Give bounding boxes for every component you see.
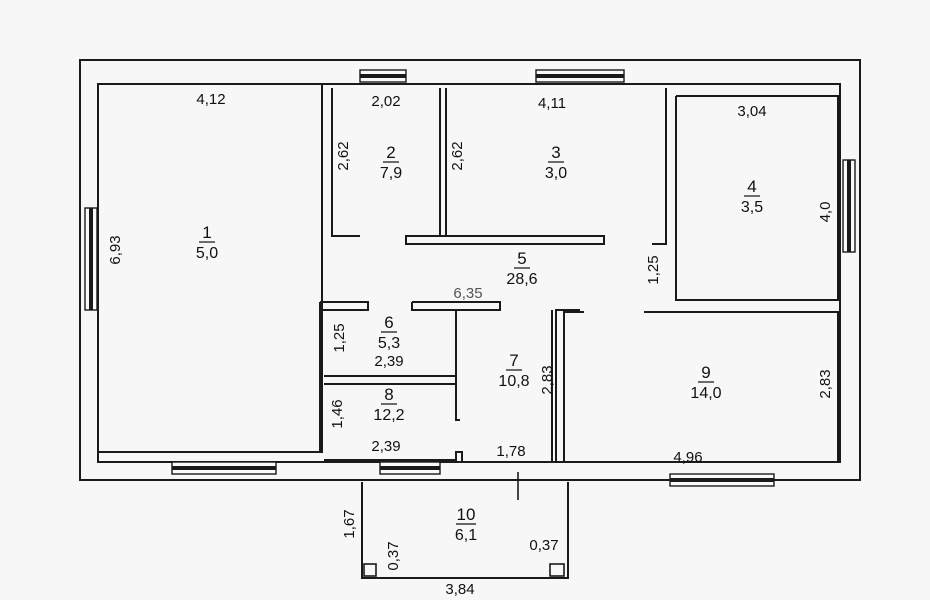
room-number: 10 <box>457 505 476 524</box>
wall-room1-top <box>411 301 501 311</box>
dim-room4-width: 2,39 <box>371 438 400 455</box>
dim-room3-width: 2,39 <box>374 353 403 370</box>
room-label-4: 8 12,2 <box>373 385 404 424</box>
wall-room4-right <box>455 376 460 421</box>
room-area: 5,3 <box>378 335 400 352</box>
room-label-3: 6 5,3 <box>378 313 400 352</box>
room-label-7: 3 3,0 <box>545 143 567 182</box>
room-area: 3,5 <box>741 199 763 216</box>
porch-outline <box>361 482 569 579</box>
window-bottom-middle <box>379 461 441 475</box>
window-right <box>842 159 856 253</box>
room-number: 2 <box>386 143 395 162</box>
window-left <box>84 207 98 311</box>
wall-room8 <box>675 95 839 301</box>
dim-porch-height: 1,67 <box>341 509 358 538</box>
dim-room6-width: 2,02 <box>371 93 400 110</box>
room-number: 6 <box>384 313 393 332</box>
dim-room9-height: 2,83 <box>817 369 834 398</box>
wall-room4-bottom <box>324 451 552 463</box>
dim-room7-height: 2,62 <box>449 141 466 170</box>
wall-room6 <box>331 88 360 237</box>
window-bottom-right <box>669 473 775 487</box>
room-label-9: 9 14,0 <box>690 363 721 402</box>
dim-room8-height: 4,0 <box>817 202 834 223</box>
window-bottom-left <box>171 461 277 475</box>
wall-room3-bottom <box>324 375 457 385</box>
room-number: 1 <box>202 223 211 242</box>
outer-wall-inner <box>97 83 841 463</box>
room-number: 8 <box>384 385 393 404</box>
dim-room4-height: 1,46 <box>329 399 346 428</box>
room-label-1: 7 10,8 <box>498 351 529 390</box>
room-label-2: 5 28,6 <box>506 249 537 288</box>
room-number: 9 <box>701 363 710 382</box>
room-label-6: 2 7,9 <box>380 143 402 182</box>
wall-room7 <box>405 88 605 245</box>
wall-room5-right <box>98 84 323 453</box>
dim-room5-height: 6,93 <box>107 235 124 264</box>
room-area: 6,1 <box>455 527 477 544</box>
porch-left-post <box>363 563 377 577</box>
dim-room5-width: 4,12 <box>196 91 225 108</box>
window-top-middle <box>535 69 625 83</box>
dim-porch-right-step: 0,37 <box>529 537 558 554</box>
room-area: 10,8 <box>498 373 529 390</box>
dim-room8-width: 3,04 <box>737 103 766 120</box>
room-area: 12,2 <box>373 407 404 424</box>
dim-room9-width: 4,96 <box>673 449 702 466</box>
dim-room1-width: 1,78 <box>496 443 525 460</box>
porch-right-post <box>549 563 565 577</box>
room-label-10: 10 6,1 <box>455 505 477 544</box>
room-area: 7,9 <box>380 165 402 182</box>
outer-wall-outer <box>79 59 861 481</box>
wall-room9 <box>563 311 839 463</box>
dim-room7-width: 4,11 <box>538 95 566 112</box>
dim-room1-height: 2,83 <box>539 365 556 394</box>
dim-porch-left-step: 0,37 <box>385 541 402 570</box>
room-number: 7 <box>509 351 518 370</box>
dim-room3-height: 1,25 <box>331 323 348 352</box>
wall-room1-right <box>551 309 580 463</box>
dim-hall-width: 6,35 <box>453 285 482 302</box>
room-label-8: 4 3,5 <box>741 177 763 216</box>
room-area: 14,0 <box>690 385 721 402</box>
room-number: 3 <box>551 143 560 162</box>
room-area: 3,0 <box>545 165 567 182</box>
room-area: 28,6 <box>506 271 537 288</box>
room-label-5: 1 5,0 <box>196 223 218 262</box>
wall-room7-right <box>652 88 667 245</box>
window-top-left <box>359 69 407 83</box>
dim-hall-step: 1,25 <box>645 255 662 284</box>
dim-porch-width: 3,84 <box>445 581 474 598</box>
room-area: 5,0 <box>196 245 218 262</box>
room-number: 4 <box>747 177 756 196</box>
wall-room3 <box>319 301 369 452</box>
dim-room6-height: 2,62 <box>335 141 352 170</box>
room-number: 5 <box>517 249 526 268</box>
